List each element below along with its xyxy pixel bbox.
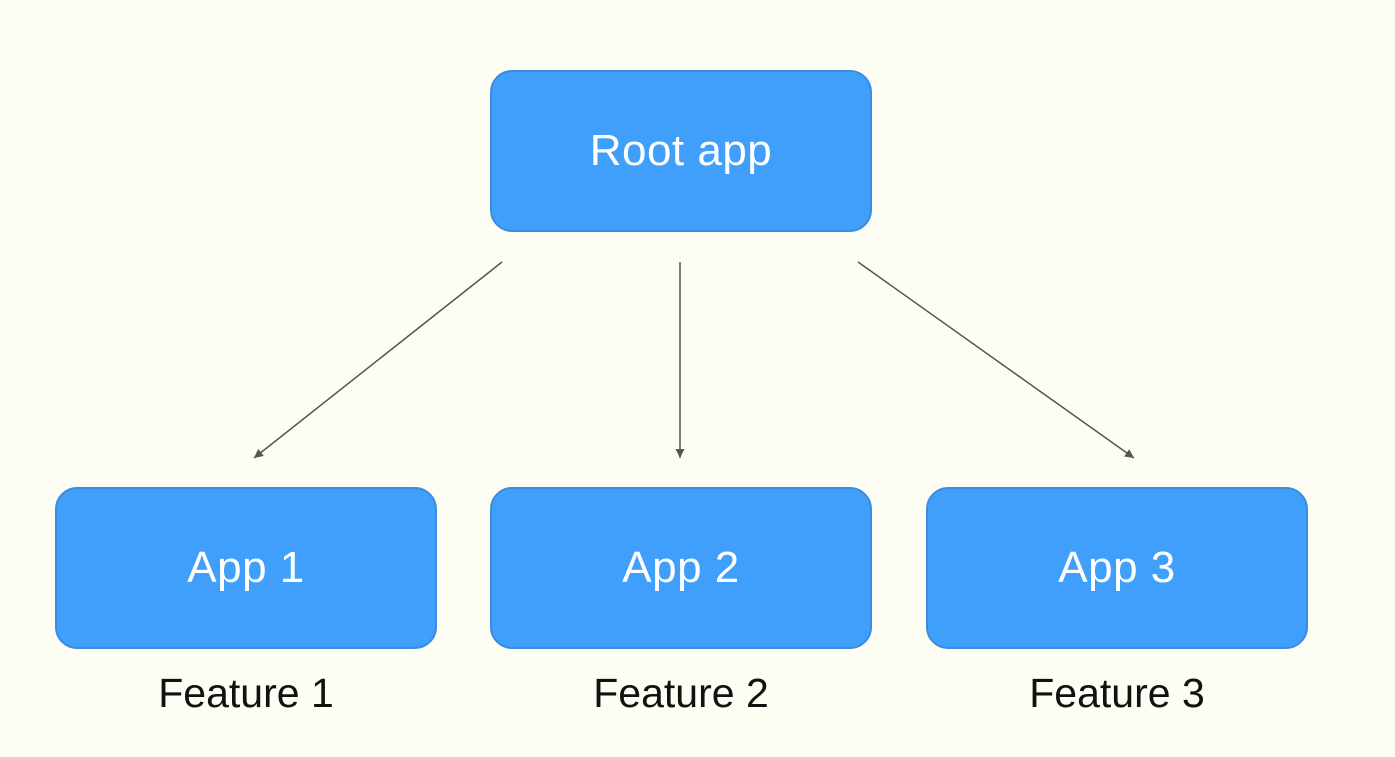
app-3-label: App 3 [1058, 543, 1176, 592]
app-2-label: App 2 [622, 543, 740, 592]
edge-root-to-app3 [857, 261, 1135, 459]
edge-root-to-app1 [253, 261, 503, 459]
app-1-node: App 1 [55, 487, 437, 649]
root-app-node: Root app [490, 70, 872, 232]
root-app-label: Root app [589, 126, 773, 175]
app-2-node: App 2 [490, 487, 872, 649]
feature-2-caption: Feature 2 [593, 670, 769, 716]
feature-3-caption: Feature 3 [1029, 670, 1205, 716]
feature-1-caption: Feature 1 [158, 670, 334, 716]
app-3-node: App 3 [926, 487, 1308, 649]
app-1-label: App 1 [187, 543, 305, 592]
